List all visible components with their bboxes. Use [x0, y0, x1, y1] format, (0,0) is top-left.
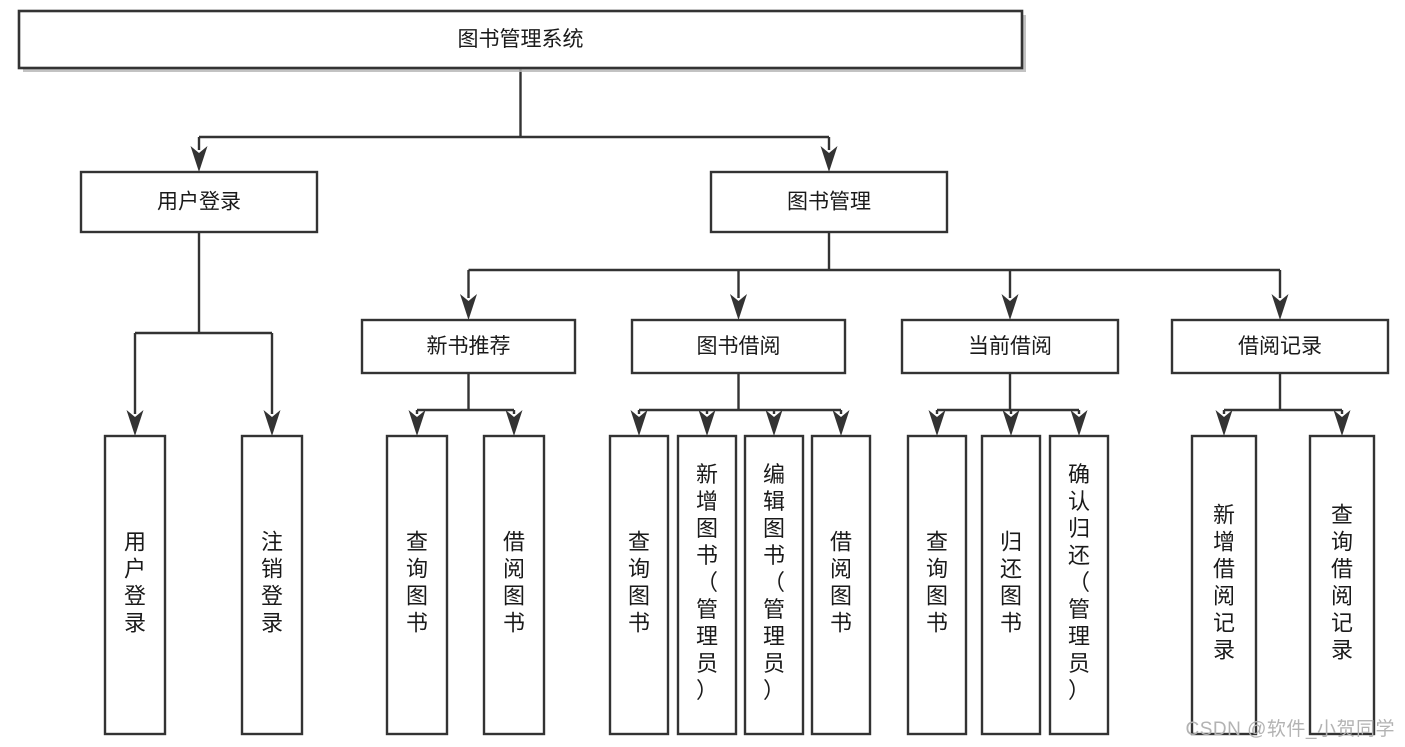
node-current-borrow[interactable]: 当前借阅 [900, 318, 1120, 375]
node-box[interactable] [810, 434, 872, 736]
node-label: 借阅图书 [503, 530, 525, 636]
node-user-login[interactable]: 用户登录 [79, 170, 319, 234]
node-borrow-query-book[interactable]: 查询图书 [608, 434, 670, 736]
node-label: 图书管理系统 [458, 28, 584, 51]
node-box[interactable] [906, 434, 968, 736]
node-box[interactable] [360, 318, 577, 375]
node-current-return-book[interactable]: 归还图书 [980, 434, 1042, 736]
node-box[interactable] [17, 9, 1024, 70]
node-label: 确认归还（管理员） [1068, 462, 1090, 703]
node-user-login-do[interactable]: 用户登录 [103, 434, 167, 736]
node-label: 用户登录 [157, 191, 241, 214]
node-boxes: 图书管理系统用户登录图书管理用户登录注销登录新书推荐查询图书借阅图书图书借阅查询… [17, 9, 1390, 736]
node-current-query-book[interactable]: 查询图书 [906, 434, 968, 736]
node-label: 新增图书（管理员） [696, 462, 718, 703]
node-book-manage[interactable]: 图书管理 [709, 170, 949, 234]
node-label: 当前借阅 [968, 335, 1052, 358]
node-borrow-add-book[interactable]: 新增图书（管理员） [676, 434, 738, 736]
node-current-confirm-return[interactable]: 确认归还（管理员） [1048, 434, 1110, 736]
node-box[interactable] [1170, 318, 1390, 375]
node-box[interactable] [608, 434, 670, 736]
node-recommend-query-book[interactable]: 查询图书 [385, 434, 449, 736]
node-label: 借阅记录 [1238, 335, 1322, 358]
node-box[interactable] [1048, 434, 1110, 736]
node-borrow-borrow-book[interactable]: 借阅图书 [810, 434, 872, 736]
node-box[interactable] [1190, 434, 1258, 736]
node-box[interactable] [103, 434, 167, 736]
node-label: 查询图书 [926, 530, 948, 636]
node-borrow-record[interactable]: 借阅记录 [1170, 318, 1390, 375]
node-new-book-recommend[interactable]: 新书推荐 [360, 318, 577, 375]
node-box[interactable] [676, 434, 738, 736]
node-box[interactable] [240, 434, 304, 736]
node-label: 查询图书 [628, 530, 650, 636]
node-label: 新书推荐 [427, 335, 511, 358]
watermark-text: CSDN @软件_小贺同学 [1185, 719, 1395, 740]
node-label: 归还图书 [1000, 530, 1022, 636]
node-borrow-edit-book[interactable]: 编辑图书（管理员） [743, 434, 805, 736]
node-root[interactable]: 图书管理系统 [17, 9, 1026, 72]
connector-lines [126, 68, 1351, 436]
node-label: 查询借阅记录 [1331, 503, 1353, 663]
node-record-query[interactable]: 查询借阅记录 [1308, 434, 1376, 736]
node-label: 图书管理 [787, 191, 871, 214]
node-recommend-borrow-book[interactable]: 借阅图书 [482, 434, 546, 736]
node-user-logout[interactable]: 注销登录 [240, 434, 304, 736]
node-book-borrow[interactable]: 图书借阅 [630, 318, 847, 375]
node-box[interactable] [79, 170, 319, 234]
node-label: 查询图书 [406, 530, 428, 636]
node-box[interactable] [980, 434, 1042, 736]
node-label: 用户登录 [124, 530, 146, 636]
node-box[interactable] [385, 434, 449, 736]
node-label: 编辑图书（管理员） [763, 462, 785, 703]
node-box[interactable] [1308, 434, 1376, 736]
node-box[interactable] [630, 318, 847, 375]
node-label: 注销登录 [261, 530, 283, 636]
node-box[interactable] [900, 318, 1120, 375]
node-box[interactable] [709, 170, 949, 234]
node-record-add[interactable]: 新增借阅记录 [1190, 434, 1258, 736]
node-label: 新增借阅记录 [1213, 503, 1235, 663]
node-label: 借阅图书 [830, 530, 852, 636]
node-box[interactable] [482, 434, 546, 736]
node-label: 图书借阅 [697, 335, 781, 358]
node-box[interactable] [743, 434, 805, 736]
